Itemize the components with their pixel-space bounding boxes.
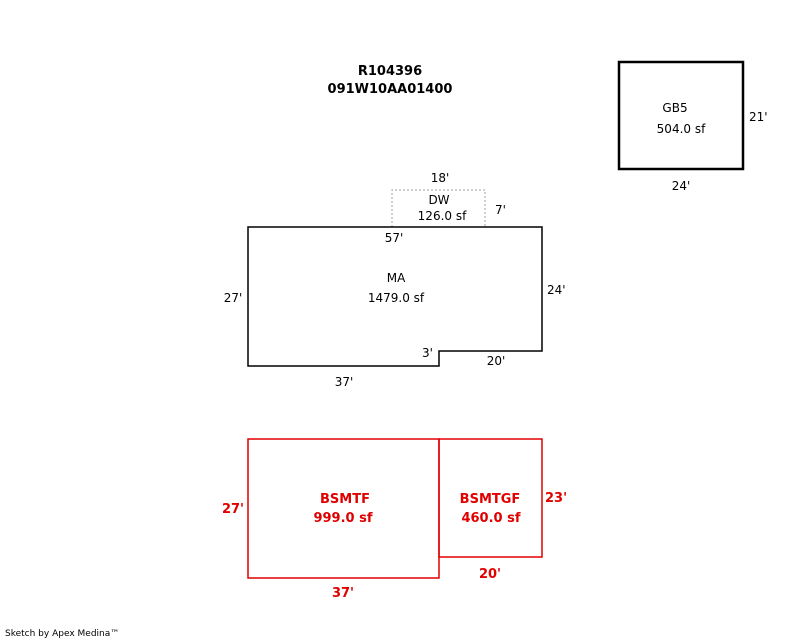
ma-dim-notch: 3' — [422, 346, 433, 360]
gb5-code: GB5 — [662, 101, 687, 115]
dw-area-label: 126.0 sf — [418, 209, 467, 223]
ma-dim-bottom-right: 20' — [487, 354, 506, 368]
ma-code: MA — [387, 271, 406, 285]
account-number: R104396 — [358, 64, 422, 79]
ma-dim-top: 57' — [385, 231, 404, 245]
bsmtf-dim-bottom: 37' — [332, 586, 354, 601]
bsmtf-code: BSMTF — [320, 492, 370, 507]
map-tax-lot: 091W10AA01400 — [328, 82, 453, 97]
dw-area: 18' DW 126.0 sf 7' — [391, 171, 506, 227]
gb5-area-label: 504.0 sf — [657, 122, 706, 136]
gb5-outline — [617, 60, 745, 171]
ma-outline — [247, 226, 543, 367]
bsmtf-area-label: 999.0 sf — [313, 511, 372, 526]
dw-code: DW — [428, 193, 449, 207]
ma-dim-bottom: 37' — [335, 375, 354, 389]
sketch-credit: Sketch by Apex Medina™ — [5, 629, 119, 639]
bsmtf-dim-left: 27' — [222, 502, 244, 517]
gb5-dim-width: 24' — [672, 179, 691, 193]
ma-dim-left: 27' — [224, 291, 243, 305]
bsmtgf-area-label: 460.0 sf — [461, 511, 520, 526]
dw-outline — [391, 189, 486, 227]
bsmtgf-outline — [438, 438, 543, 558]
bsmtgf-area: BSMTGF 460.0 sf 23' 20' — [438, 438, 567, 582]
gb5-dim-height: 21' — [749, 110, 768, 124]
dw-dim-width: 18' — [431, 171, 450, 185]
ma-area: 57' MA 1479.0 sf 27' 24' 3' 20' 37' — [224, 226, 566, 389]
bsmtf-area: BSMTF 999.0 sf 27' 37' — [222, 438, 440, 601]
ma-dim-right: 24' — [547, 283, 566, 297]
gb5-area: GB5 504.0 sf 21' 24' — [617, 60, 768, 193]
ma-area-label: 1479.0 sf — [368, 291, 425, 305]
bsmtgf-dim-bottom: 20' — [479, 567, 501, 582]
bsmtf-outline — [247, 438, 440, 579]
bsmtgf-code: BSMTGF — [460, 492, 521, 507]
bsmtgf-dim-right: 23' — [545, 491, 567, 506]
dw-dim-height: 7' — [495, 203, 506, 217]
